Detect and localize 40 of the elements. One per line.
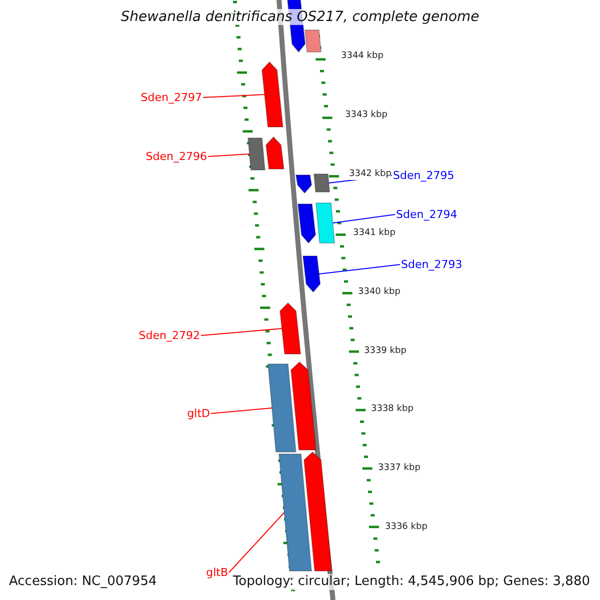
scale-label: 3336 kbp — [385, 522, 428, 533]
scale-label: 3340 kbp — [358, 287, 400, 298]
leader-line — [228, 512, 285, 573]
gene-block — [265, 136, 284, 170]
gene-block — [278, 454, 312, 572]
genome-summary-text: Topology: circular; Length: 4,545,906 bp; Genes: 3,880 — [232, 574, 590, 590]
scale-label: 3344 kbp — [341, 51, 384, 62]
scale-label: 3342 kbp — [349, 169, 392, 180]
gene-label: Sden_2794 — [396, 208, 458, 221]
gene-block — [267, 364, 296, 452]
leader-line — [318, 264, 400, 274]
gene-label: Sden_2797 — [140, 91, 202, 104]
gene-label: Sden_2793 — [401, 258, 462, 271]
gene-block — [290, 361, 316, 450]
leader-line — [332, 214, 396, 224]
gene-block — [295, 174, 312, 194]
leader-line — [210, 408, 272, 414]
scale-label: 3341 kbp — [353, 228, 396, 239]
gene-label: Sden_2796 — [146, 150, 207, 163]
gene-label: Sden_2792 — [138, 329, 200, 342]
gene-block — [304, 30, 322, 52]
gene-block — [247, 138, 266, 170]
gene-block — [313, 174, 330, 192]
gene-block — [315, 202, 336, 244]
leader-line — [208, 154, 250, 157]
scale-label: 3339 kbp — [364, 346, 406, 357]
gene-label: gltB — [206, 566, 228, 579]
scale-label: 3338 kbp — [371, 404, 414, 415]
gene-block — [302, 256, 321, 293]
gene-block — [279, 302, 302, 354]
accession-text: Accession: NC_007954 — [9, 574, 157, 590]
gene-block — [303, 451, 332, 572]
gene-label: gltD — [187, 407, 210, 420]
scale-label: 3337 kbp — [378, 463, 420, 474]
leader-line — [200, 328, 283, 336]
leader-line — [202, 94, 266, 98]
gene-block — [297, 204, 316, 244]
gene-block — [261, 61, 284, 128]
scale-label: 3343 kbp — [345, 110, 388, 121]
gene-label: Sden_2795 — [393, 169, 454, 182]
